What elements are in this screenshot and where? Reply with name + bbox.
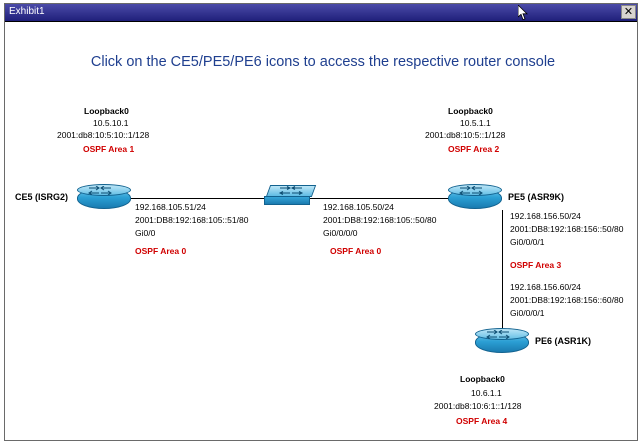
link-switch-pe5 — [310, 198, 450, 199]
pe5-loopback-ipv6: 2001:db8:10:5::1/128 — [425, 130, 506, 140]
pe6-loopback-ipv4: 10.6.1.1 — [471, 388, 502, 398]
pe5-down-link-ipv6: 2001:DB8:192:168:156::50/80 — [510, 224, 624, 234]
switch-icon — [264, 185, 317, 207]
window-title: Exhibit1 — [9, 6, 45, 17]
ce5-router-icon[interactable] — [77, 183, 131, 213]
ce5-loopback-title: Loopback0 — [84, 106, 129, 116]
pe5-loopback-title: Loopback0 — [448, 106, 493, 116]
pe6-router-icon[interactable] — [475, 327, 529, 357]
pe5-left-link-ipv4: 192.168.105.50/24 — [323, 202, 394, 212]
ce5-link-ipv4: 192.168.105.51/24 — [135, 202, 206, 212]
ce5-loopback-area: OSPF Area 1 — [83, 144, 135, 154]
pe5-loopback-area: OSPF Area 2 — [448, 144, 500, 154]
pe5-down-link-area: OSPF Area 3 — [510, 260, 562, 270]
pe5-left-link-area: OSPF Area 0 — [330, 246, 382, 256]
page-title: Click on the CE5/PE5/PE6 icons to access… — [90, 54, 556, 70]
router-arrows-icon — [486, 330, 510, 339]
ce5-loopback-ipv4: 10.5.10.1 — [93, 118, 129, 128]
pe6-loopback-ipv6: 2001:db8:10:6:1::1/128 — [434, 401, 522, 411]
switch-front — [264, 196, 310, 205]
pe6-up-link-ipv6: 2001:DB8:192:168:156::60/80 — [510, 295, 624, 305]
link-ce5-switch — [130, 198, 272, 199]
pe5-loopback-ipv4: 10.5.1.1 — [460, 118, 491, 128]
router-top — [448, 184, 502, 196]
mouse-cursor-icon — [518, 5, 528, 21]
ce5-link-area: OSPF Area 0 — [135, 246, 187, 256]
pe6-device-label: PE6 (ASR1K) — [535, 336, 592, 346]
window-titlebar: Exhibit1 ✕ — [5, 4, 637, 22]
router-top — [77, 184, 131, 196]
pe5-down-link-ipv4: 192.168.156.50/24 — [510, 211, 581, 221]
switch-arrows-icon — [278, 186, 304, 195]
pe5-left-link-ipv6: 2001:DB8:192:168:105::50/80 — [323, 215, 437, 225]
diagram-canvas: Click on the CE5/PE5/PE6 icons to access… — [5, 22, 637, 440]
router-top — [475, 328, 529, 340]
pe6-loopback-title: Loopback0 — [460, 374, 505, 384]
ce5-link-ipv6: 2001:DB8:192:168:105::51/80 — [135, 215, 249, 225]
link-pe5-pe6 — [502, 210, 503, 334]
pe5-device-label: PE5 (ASR9K) — [508, 192, 565, 202]
pe6-up-link-ipv4: 192.168.156.60/24 — [510, 282, 581, 292]
router-arrows-icon — [88, 186, 112, 195]
pe5-router-icon[interactable] — [448, 183, 502, 213]
router-arrows-icon — [459, 186, 483, 195]
pe6-up-link-interface: Gi0/0/0/1 — [510, 308, 545, 318]
pe5-left-link-interface: Gi0/0/0/0 — [323, 228, 358, 238]
ce5-device-label: CE5 (ISRG2) — [15, 192, 69, 202]
exhibit-window: Exhibit1 ✕ Click on the CE5/PE5/PE6 icon… — [4, 3, 638, 441]
pe5-down-link-interface: Gi0/0/0/1 — [510, 237, 545, 247]
ce5-loopback-ipv6: 2001:db8:10:5:10::1/128 — [57, 130, 150, 140]
pe6-loopback-area: OSPF Area 4 — [456, 416, 508, 426]
close-icon[interactable]: ✕ — [621, 5, 636, 19]
ce5-link-interface: Gi0/0 — [135, 228, 156, 238]
